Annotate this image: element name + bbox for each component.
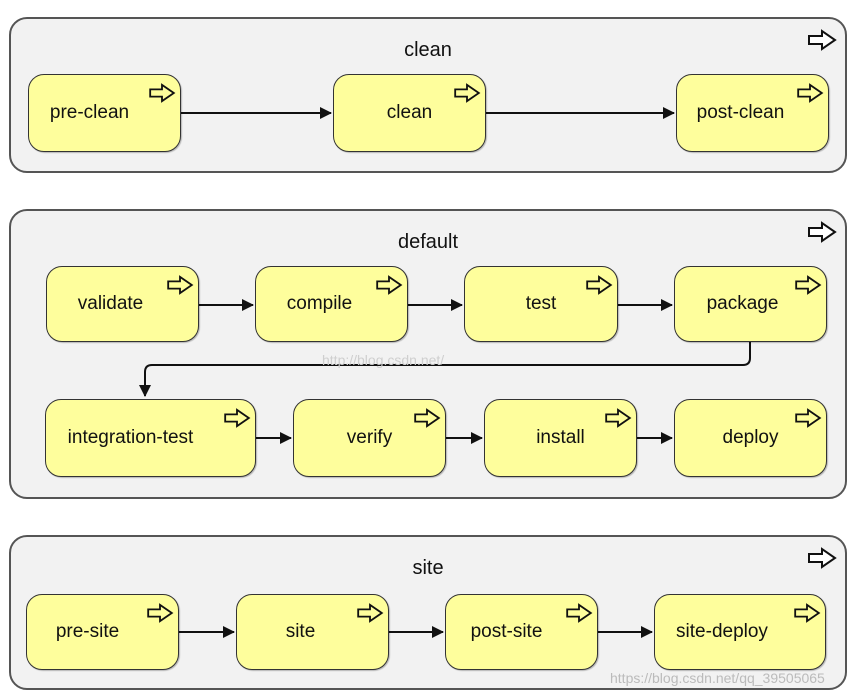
phase-package[interactable]: package — [674, 266, 827, 342]
open-arrow-icon — [223, 408, 251, 428]
open-arrow-icon — [375, 275, 403, 295]
phase-label: validate — [77, 293, 144, 314]
phase-label: post-site — [470, 621, 543, 642]
lifecycle-title: default — [397, 231, 459, 253]
watermark-bottom: https://blog.csdn.net/qq_39505065 — [610, 670, 825, 686]
open-arrow-icon — [604, 408, 632, 428]
phase-test[interactable]: test — [464, 266, 618, 342]
phase-pre-site[interactable]: pre-site — [26, 594, 179, 670]
open-arrow-icon — [585, 275, 613, 295]
phase-label: compile — [286, 293, 353, 314]
phase-validate[interactable]: validate — [46, 266, 199, 342]
phase-post-clean[interactable]: post-clean — [676, 74, 829, 152]
phase-label: verify — [346, 427, 393, 448]
phase-post-site[interactable]: post-site — [445, 594, 598, 670]
open-arrow-icon — [166, 275, 194, 295]
phase-label: site-deploy — [676, 621, 768, 642]
phase-deploy[interactable]: deploy — [674, 399, 827, 477]
open-arrow-icon — [796, 83, 824, 103]
open-arrow-icon — [413, 408, 441, 428]
watermark-middle: http://blog.csdn.net/ — [322, 352, 445, 368]
phase-label: post-clean — [696, 102, 785, 123]
phase-label: package — [706, 293, 779, 314]
phase-label: site — [285, 621, 316, 642]
phase-label: integration-test — [67, 427, 194, 448]
phase-label: pre-site — [55, 621, 120, 642]
lifecycle-title: site — [412, 557, 444, 579]
lifecycle-title: clean — [404, 39, 452, 61]
phase-label: clean — [386, 102, 433, 123]
phase-label: pre-clean — [49, 102, 130, 123]
phase-install[interactable]: install — [484, 399, 637, 477]
open-arrow-icon — [794, 275, 822, 295]
open-arrow-icon — [453, 83, 481, 103]
lifecycle-arrow-icon — [807, 29, 837, 51]
phase-compile[interactable]: compile — [255, 266, 408, 342]
open-arrow-icon — [148, 83, 176, 103]
open-arrow-icon — [356, 603, 384, 623]
open-arrow-icon — [565, 603, 593, 623]
phase-verify[interactable]: verify — [293, 399, 446, 477]
open-arrow-icon — [794, 408, 822, 428]
lifecycle-arrow-icon — [807, 547, 837, 569]
phase-label: test — [525, 293, 557, 314]
phase-label: deploy — [722, 427, 779, 448]
phase-site-deploy[interactable]: site-deploy — [654, 594, 826, 670]
open-arrow-icon — [146, 603, 174, 623]
phase-site[interactable]: site — [236, 594, 389, 670]
phase-clean[interactable]: clean — [333, 74, 486, 152]
phase-integration-test[interactable]: integration-test — [45, 399, 256, 477]
phase-pre-clean[interactable]: pre-clean — [28, 74, 181, 152]
phase-label: install — [536, 427, 585, 448]
lifecycle-arrow-icon — [807, 221, 837, 243]
open-arrow-icon — [793, 603, 821, 623]
